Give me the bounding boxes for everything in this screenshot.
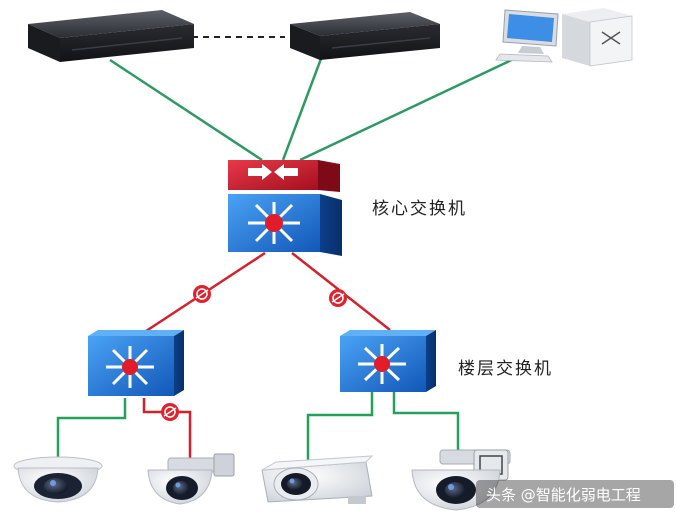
fiber-transceiver-icon [193, 285, 211, 303]
nvr-uplink-line [109, 58, 263, 162]
bullet-camera-icon [261, 455, 374, 504]
access-lines [56, 392, 460, 462]
floor-switch-label: 楼层交换机 [458, 359, 553, 379]
workstation-uplink-line [299, 54, 521, 162]
watermark: 头条 @智能化弱电工程 [476, 480, 674, 508]
dome-camera-icon [13, 456, 103, 503]
ptz-camera-icon [147, 453, 235, 505]
storage-icon [290, 12, 440, 60]
workstation-icon [495, 8, 633, 67]
core-switch-label: 核心交换机 [372, 199, 467, 219]
access-line-dome-left [56, 398, 127, 458]
ptz-camera-icon [411, 449, 511, 511]
access-line-bullet [306, 392, 374, 462]
watermark-text: 头条 @智能化弱电工程 [486, 486, 641, 504]
access-line-ptz-right [392, 392, 460, 450]
nvr-icon [28, 10, 194, 62]
core-switch-icon [228, 160, 342, 256]
storage-uplink-line [281, 55, 324, 161]
fiber-transceiver-icon [161, 403, 179, 421]
floor-switch-icon [88, 330, 184, 396]
uplink-lines [109, 54, 521, 162]
fiber-transceiver-icon [329, 289, 347, 307]
floor-switch-icon [340, 330, 436, 392]
